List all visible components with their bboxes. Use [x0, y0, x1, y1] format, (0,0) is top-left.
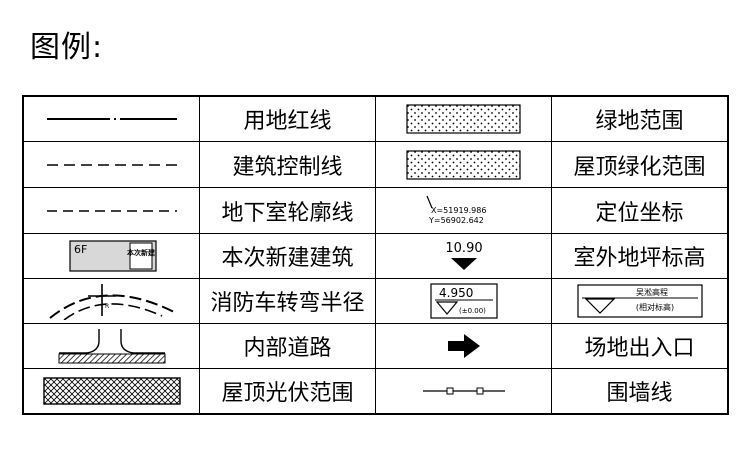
new-building-symbol: 6F 本次新建 — [22, 233, 200, 279]
floor-elevation-symbol: 4.950 (±0.00) — [375, 278, 552, 324]
legend-label: 屋顶光伏范围 — [199, 368, 376, 415]
legend-label: 场地出入口 — [551, 323, 729, 369]
legend-row: 建筑控制线 屋顶绿化范围 — [22, 141, 729, 188]
legend-row: 地下室轮廓线 X=51919.986 Y=56902.642 定位坐标 — [22, 187, 729, 234]
legend-title: 图例: — [30, 30, 104, 65]
legend-label: 屋顶绿化范围 — [551, 141, 729, 188]
roof-pv-symbol — [22, 368, 200, 415]
legend-label: 用地红线 — [199, 95, 376, 142]
coord-x-text: X=51919.986 — [431, 206, 486, 215]
legend-label: 绿地范围 — [551, 95, 729, 142]
building-tag-text: 本次新建 — [126, 248, 156, 257]
legend-row: R 消防车转弯半径 4.950 (±0.00) 吴淞高程 (相对标高) — [22, 278, 729, 324]
legend-label: 本次新建建筑 — [199, 233, 376, 279]
legend-row: 用地红线 绿地范围 — [22, 95, 729, 142]
legend-label: 围墙线 — [551, 368, 729, 415]
building-control-line-symbol — [22, 141, 200, 188]
fire-truck-turning-symbol: R — [22, 278, 200, 324]
legend-row: 内部道路 场地出入口 — [22, 323, 729, 369]
internal-road-symbol — [22, 323, 200, 369]
legend-label: 消防车转弯半径 — [199, 278, 376, 324]
property-line-symbol — [22, 95, 200, 142]
legend-row: 屋顶光伏范围 围墙线 — [22, 368, 729, 415]
legend-table: 用地红线 绿地范围 建筑控制线 — [22, 95, 729, 415]
svg-text:R: R — [105, 303, 109, 310]
floors-text: 6F — [74, 243, 87, 256]
coordinate-symbol: X=51919.986 Y=56902.642 — [375, 187, 552, 234]
legend-label: 建筑控制线 — [199, 141, 376, 188]
green-area-symbol — [375, 95, 552, 142]
roof-green-symbol — [375, 141, 552, 188]
ground-elev-text: 10.90 — [445, 241, 482, 256]
legend-label: 地下室轮廓线 — [199, 187, 376, 234]
legend-label: 内部道路 — [199, 323, 376, 369]
relative-elev-sub: (相对标高) — [635, 302, 673, 312]
legend-row: 6F 本次新建 本次新建建筑 10.90 室外地坪标高 — [22, 233, 729, 279]
basement-outline-symbol — [22, 187, 200, 234]
relative-elev-title: 吴淞高程 — [636, 287, 668, 297]
ground-elevation-symbol: 10.90 — [375, 233, 552, 279]
legend-label: 定位坐标 — [551, 187, 729, 234]
relative-elevation-symbol: 吴淞高程 (相对标高) — [551, 278, 729, 324]
wall-line-symbol — [375, 368, 552, 415]
floor-elev-text: 4.950 — [439, 286, 473, 300]
coord-y-text: Y=56902.642 — [428, 216, 484, 225]
legend-label: 室外地坪标高 — [551, 233, 729, 279]
entrance-arrow-symbol — [375, 323, 552, 369]
floor-elev-sub-text: (±0.00) — [459, 307, 486, 315]
